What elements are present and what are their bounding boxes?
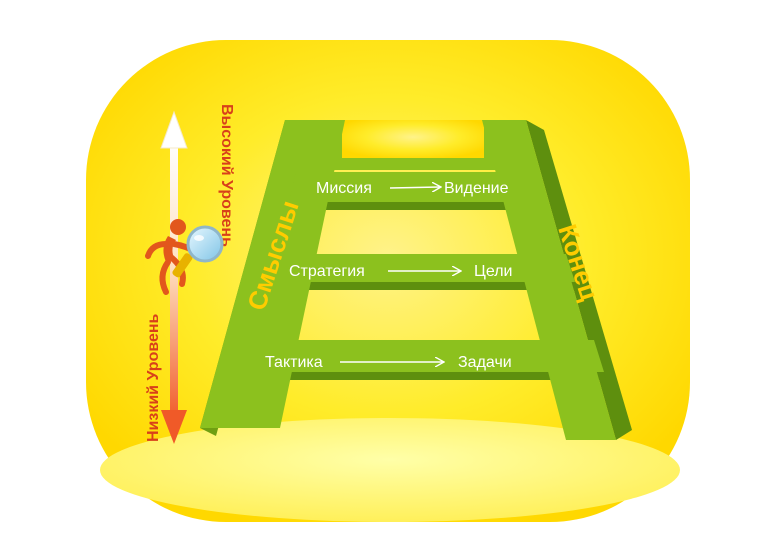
right-rail-shadow: [526, 120, 632, 440]
step-2-left-label: Стратегия: [289, 263, 365, 280]
step-3-left-label: Тактика: [265, 354, 323, 371]
level-arrow-up-head: [160, 110, 188, 149]
step-2-right-label: Цели: [474, 263, 512, 280]
rung-2: [270, 254, 575, 282]
level-arrow-shaft: [170, 140, 178, 422]
low-level-label: Низкий Уровень: [145, 313, 162, 442]
step-3-right-label: Задачи: [458, 354, 512, 371]
step-1-arrow: [389, 187, 440, 188]
floor-glow: [100, 418, 680, 522]
rung-3: [250, 340, 604, 372]
rung-3-shadow: [248, 372, 606, 380]
climber-figure-icon: [145, 219, 224, 295]
top-notch: [342, 120, 484, 158]
rung-1-shadow: [287, 202, 549, 210]
step-1-left-label: Миссия: [316, 180, 372, 197]
rung-2-shadow: [268, 282, 577, 290]
high-level-label: Высокий Уровень: [218, 104, 235, 247]
level-arrow-down-head: [161, 410, 187, 444]
step-1-right-label: Видение: [444, 180, 509, 197]
